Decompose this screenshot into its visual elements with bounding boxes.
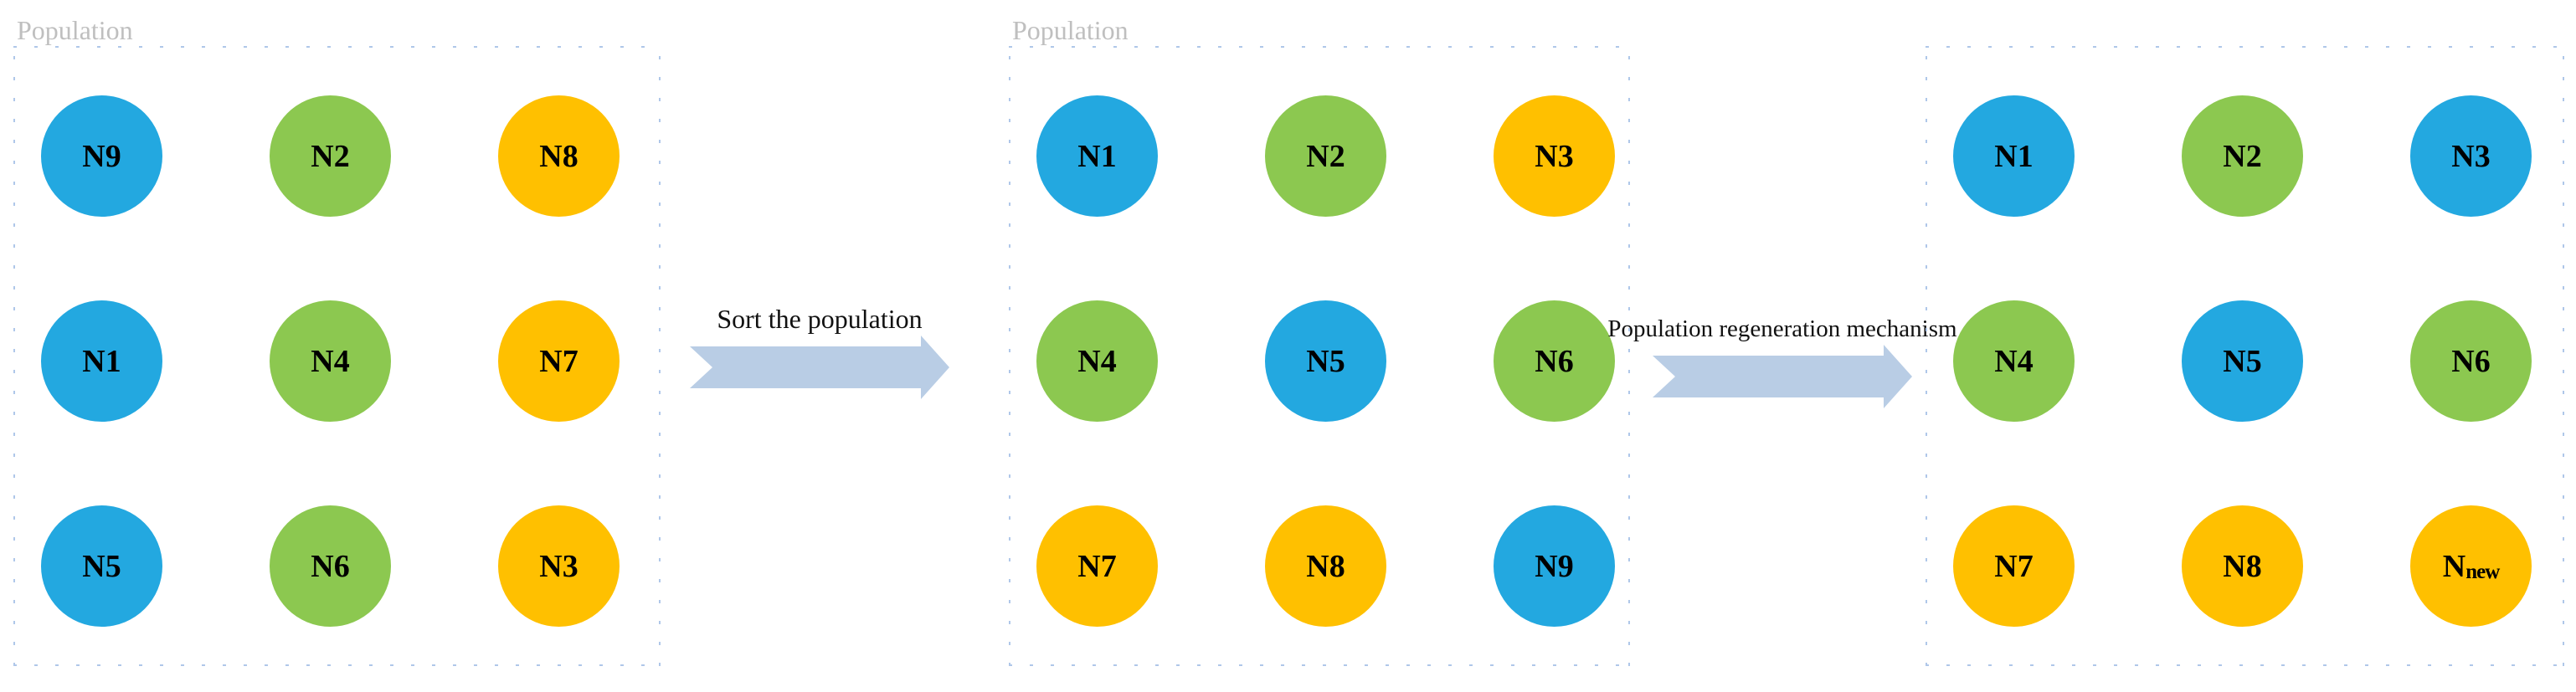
node-circle: N8 [2182, 505, 2303, 627]
node-grid: N1 N2 N3 N4 N5 N6 N7 N8 N9 [1009, 46, 1630, 627]
sort-arrow-group: Sort the population [689, 305, 950, 399]
node-circle: N1 [1953, 95, 2075, 217]
node-circle: N9 [41, 95, 162, 217]
node-label: N2 [311, 138, 350, 174]
node-circle: N6 [270, 505, 391, 627]
node-circle: N3 [498, 505, 620, 627]
node-label: N4 [311, 343, 350, 379]
node-label: N2 [1306, 138, 1345, 174]
node-circle: N4 [1036, 300, 1158, 422]
node-circle: N8 [1265, 505, 1386, 627]
node-label: N1 [1994, 138, 2034, 174]
node-circle: N1 [1036, 95, 1158, 217]
node-circle: N5 [41, 505, 162, 627]
node-label: N8 [2223, 548, 2262, 584]
node-label: N7 [1994, 548, 2034, 584]
node-label: N5 [2223, 343, 2262, 379]
node-circle: N6 [1494, 300, 1615, 422]
node-circle: N7 [1036, 505, 1158, 627]
node-subscript: new [2465, 561, 2500, 583]
node-label: N3 [539, 548, 578, 584]
node-label: N7 [1077, 548, 1117, 584]
population-box-label: Population [1012, 15, 1129, 45]
population-box-initial: Population N9 N2 N8 N1 N4 N7 N5 N6 N3 [13, 16, 661, 666]
node-circle: N2 [2182, 95, 2303, 217]
node-circle: N3 [2410, 95, 2532, 217]
sort-arrow-label: Sort the population [717, 304, 923, 334]
population-box-label: Population [17, 15, 133, 45]
node-label: N6 [2451, 343, 2491, 379]
node-circle: N2 [1265, 95, 1386, 217]
node-circle: N5 [2182, 300, 2303, 422]
node-label: N7 [539, 343, 578, 379]
node-circle: N6 [2410, 300, 2532, 422]
notched-right-arrow-icon [1653, 345, 1912, 408]
node-label: N1 [1077, 138, 1117, 174]
node-circle: N7 [498, 300, 620, 422]
node-circle: N1 [41, 300, 162, 422]
regeneration-arrow-label: Population regeneration mechanism [1607, 315, 1957, 342]
node-label: N8 [539, 138, 578, 174]
population-box-sorted: Population N1 N2 N3 N4 N5 N6 N7 N8 N9 [1009, 16, 1630, 666]
node-label: N4 [1994, 343, 2034, 379]
node-label: N5 [82, 548, 121, 584]
regeneration-arrow-group: Population regeneration mechanism [1604, 316, 1961, 408]
node-label: N3 [2451, 138, 2491, 174]
node-circle: N8 [498, 95, 620, 217]
node-label: N1 [82, 343, 121, 379]
node-label: N6 [1535, 343, 1574, 379]
node-label: N9 [82, 138, 121, 174]
node-label: N3 [1535, 138, 1574, 174]
node-circle: N5 [1265, 300, 1386, 422]
notched-right-arrow-icon [690, 336, 949, 399]
node-label: N8 [1306, 548, 1345, 584]
node-label: N5 [1306, 343, 1345, 379]
node-circle: N3 [1494, 95, 1615, 217]
node-circle: N9 [1494, 505, 1615, 627]
node-label: N6 [311, 548, 350, 584]
node-circle: N4 [270, 300, 391, 422]
node-label: N2 [2223, 138, 2262, 174]
node-label: N9 [1535, 548, 1574, 584]
node-label: N4 [1077, 343, 1117, 379]
node-label: N [2442, 548, 2466, 584]
node-grid: N9 N2 N8 N1 N4 N7 N5 N6 N3 [13, 46, 661, 627]
node-circle: N4 [1953, 300, 2075, 422]
node-circle: N2 [270, 95, 391, 217]
node-circle: N7 [1953, 505, 2075, 627]
